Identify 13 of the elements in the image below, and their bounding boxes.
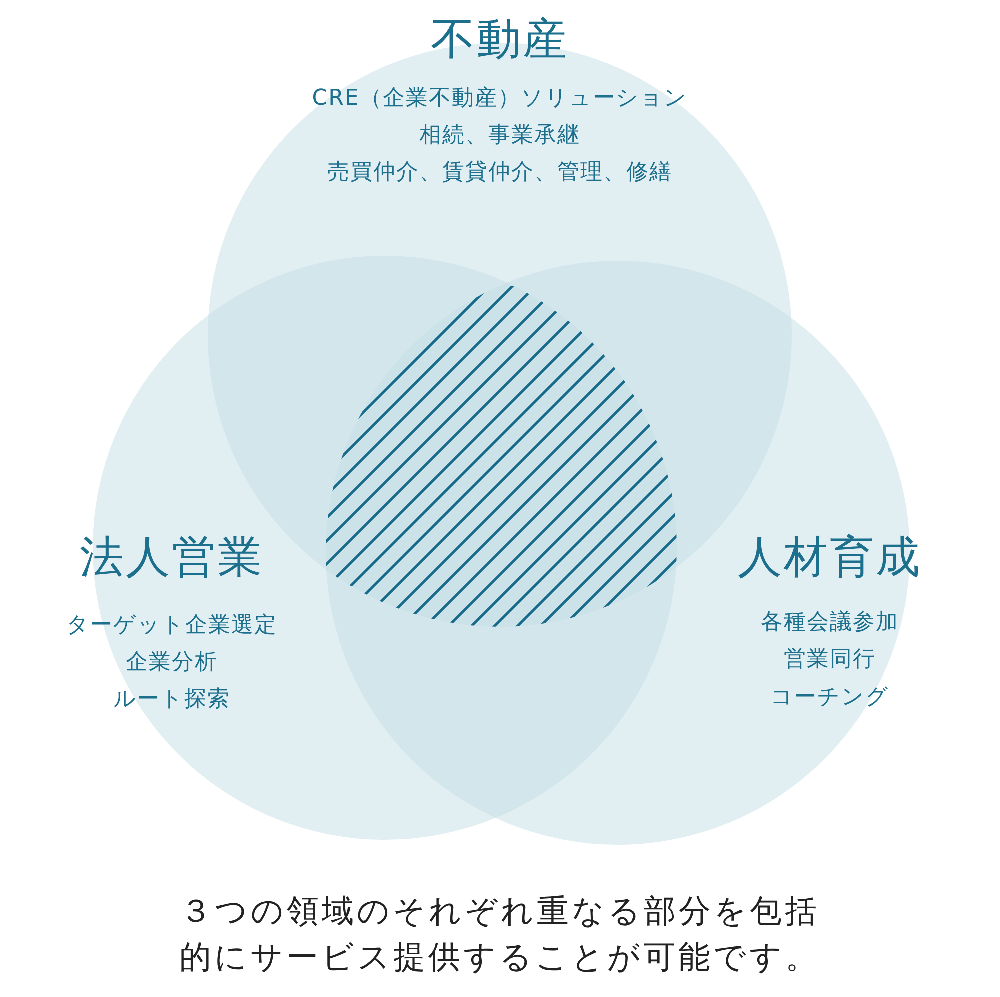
circle-heading: 法人営業 xyxy=(80,532,264,585)
service-item: 売買仲介、賃貸仲介、管理、修繕 xyxy=(328,160,672,186)
circle-heading: 人材育成 xyxy=(738,532,922,585)
service-item: CRE（企業不動産）ソリューション xyxy=(312,86,688,112)
service-item: 営業同行 xyxy=(784,647,876,674)
service-item: 各種会議参加 xyxy=(761,610,899,636)
service-item: ルート探索 xyxy=(114,687,230,714)
circle-heading: 不動産 xyxy=(431,14,569,67)
service-item: ターゲット企業選定 xyxy=(66,613,278,640)
service-item: 企業分析 xyxy=(126,650,218,676)
service-item: コーチング xyxy=(770,685,890,712)
service-item: 相続、事業承継 xyxy=(420,123,580,150)
caption: ３つの領域のそれぞれ重なる部分を包括的にサービス提供することが可能です。 xyxy=(178,891,822,978)
